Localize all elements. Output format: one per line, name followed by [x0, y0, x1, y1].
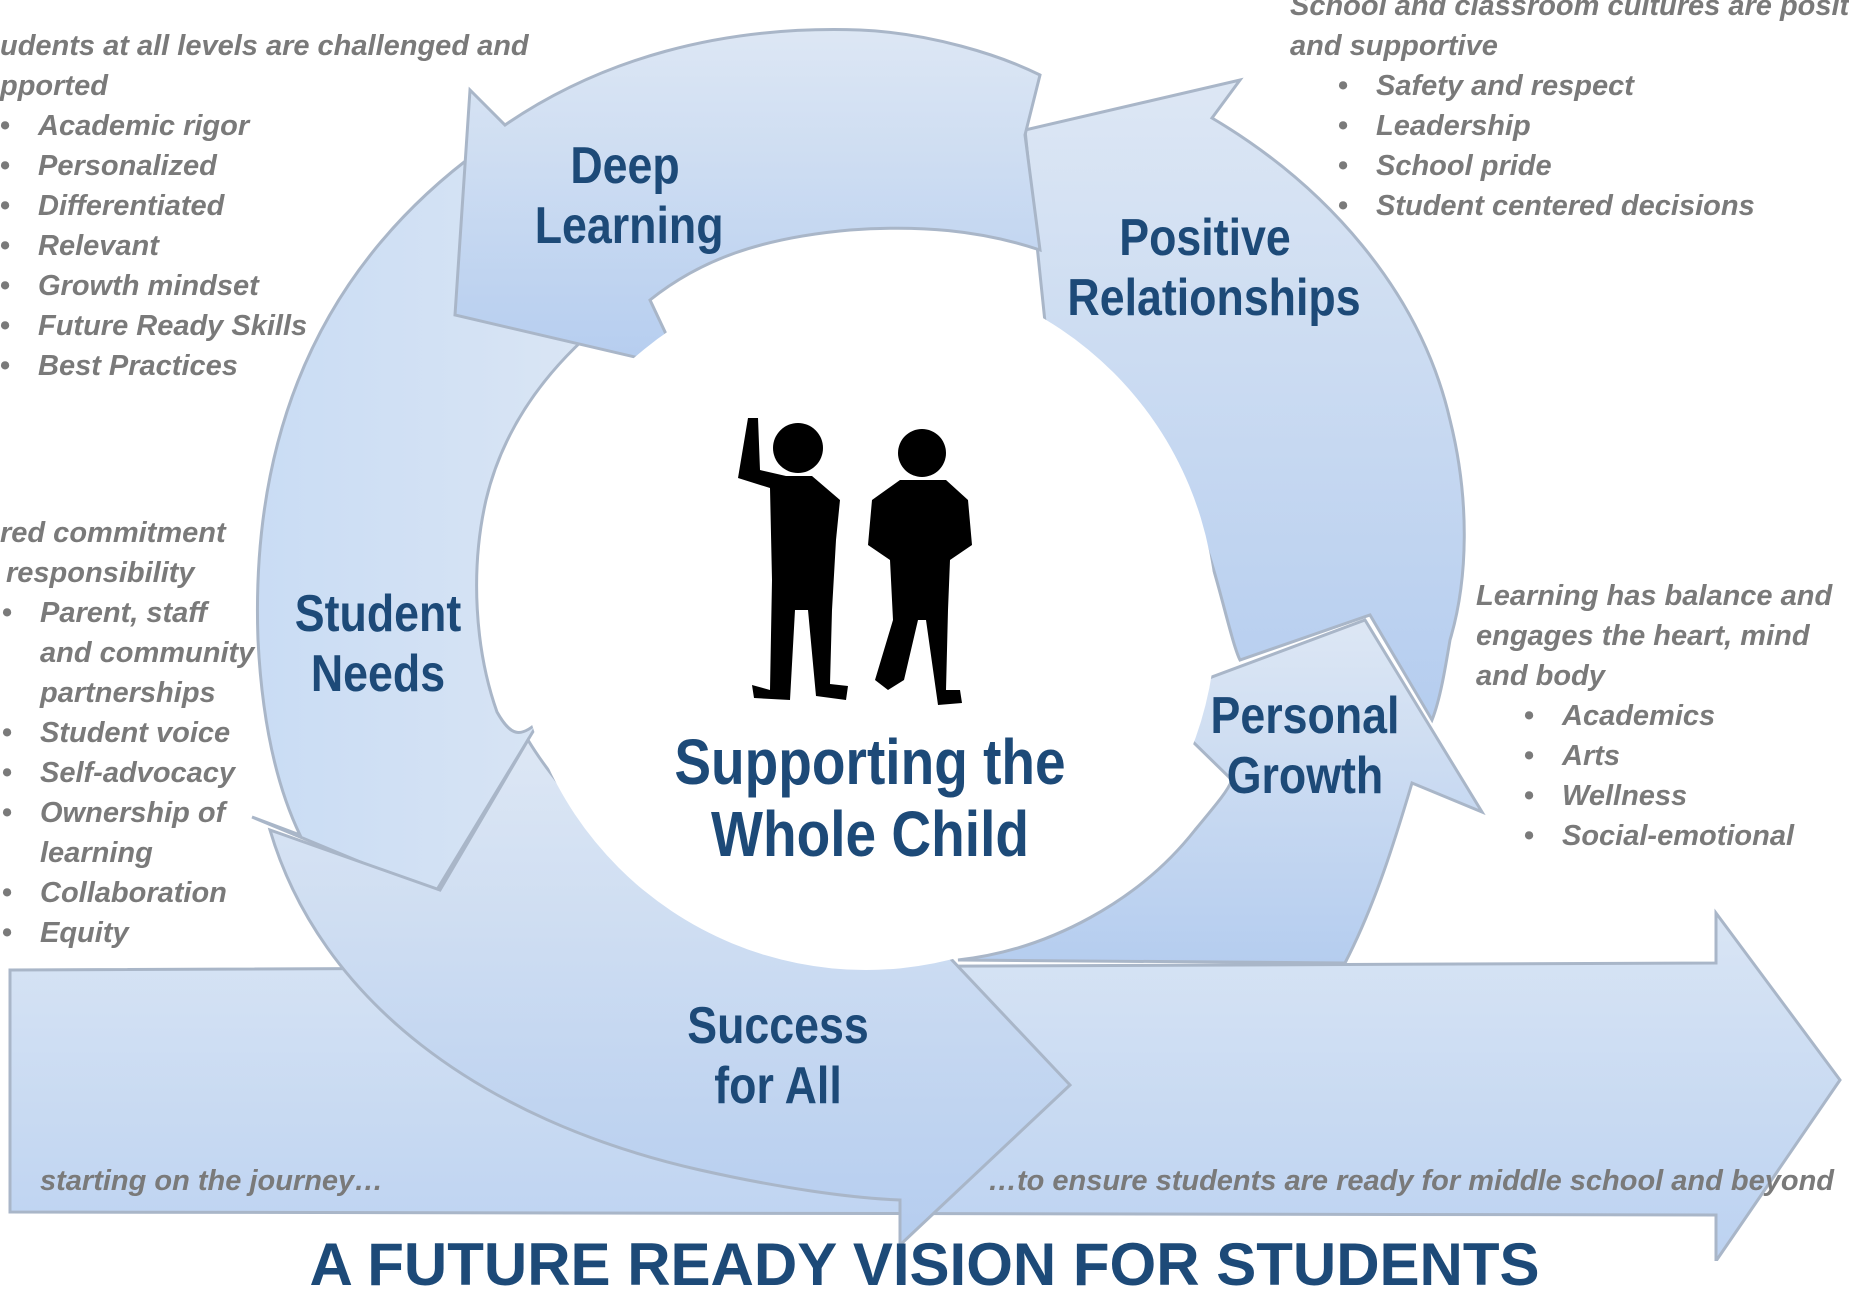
list-item-continued: and community: [40, 637, 255, 669]
list-item: Relevant: [0, 226, 560, 266]
list-item: Wellness: [1524, 776, 1846, 816]
list-item: Academic rigor: [0, 106, 560, 146]
center-circle: [516, 270, 1216, 970]
footer-title: A FUTURE READY VISION FOR STUDENTS: [309, 1231, 1540, 1298]
deep-learning-line1: Deep: [570, 137, 680, 195]
note-personal-growth-heading-line2: engages the heart, mind: [1476, 620, 1810, 652]
list-item: School pride: [1338, 146, 1849, 186]
list-item: Self-advocacy: [2, 753, 260, 793]
personal-growth-line2: Growth: [1226, 747, 1384, 805]
student-needs-line2: Needs: [310, 645, 446, 703]
note-positive-relationships-heading-line1: School and classroom cultures are positi…: [1290, 0, 1849, 22]
student-needs-line1: Student: [294, 585, 462, 643]
list-item: Arts: [1524, 736, 1846, 776]
positive-relationships-label: Positive Relationships: [1067, 208, 1361, 328]
list-item: Safety and respect: [1338, 66, 1849, 106]
list-item: Student centered decisions: [1338, 186, 1849, 226]
list-item: Equity: [2, 913, 260, 953]
list-item-continued: partnerships: [40, 677, 216, 709]
note-deep-learning: udents at all levels are challenged and …: [0, 26, 560, 386]
list-item: Academics: [1524, 696, 1846, 736]
list-item: Social-emotional: [1524, 816, 1846, 856]
journey-end-text: …to ensure students are ready for middle…: [988, 1165, 1834, 1197]
note-student-needs-heading-line1: red commitment: [0, 517, 226, 549]
note-positive-relationships: School and classroom cultures are positi…: [1290, 0, 1849, 226]
deep-learning-label: Deep Learning: [534, 136, 724, 256]
student-needs-label: Student Needs: [292, 584, 464, 704]
personal-growth-label: Personal Growth: [1210, 686, 1400, 806]
success-for-all-line2: for All: [714, 1057, 842, 1115]
deep-learning-line2: Learning: [534, 197, 724, 255]
children-silhouette-icon: [738, 418, 972, 705]
note-deep-learning-heading-line1: udents at all levels are challenged and: [0, 30, 529, 62]
list-item: Student voice: [2, 713, 260, 753]
center-title-line1: Supporting the: [674, 726, 1066, 798]
note-positive-relationships-heading-line2: and supportive: [1290, 30, 1498, 62]
list-item: Parent, staff: [2, 593, 260, 633]
personal-growth-line1: Personal: [1210, 687, 1400, 745]
cycle-diagram: [8, 28, 1842, 1261]
note-deep-learning-heading-line2: pported: [0, 70, 108, 102]
journey-start-text: starting on the journey…: [40, 1165, 384, 1197]
center-title-line2: Whole Child: [711, 798, 1029, 870]
list-item-continued: learning: [40, 837, 153, 869]
list-item: Collaboration: [2, 873, 260, 913]
note-student-needs-heading-line2: responsibility: [6, 557, 195, 589]
arrow-personal-growth: [957, 618, 1486, 965]
center-title: Supporting the Whole Child: [672, 726, 1068, 870]
list-item: Best Practices: [0, 346, 560, 386]
note-student-needs: red commitment responsibility Parent, st…: [0, 513, 260, 953]
note-personal-growth: Learning has balance and engages the hea…: [1476, 576, 1846, 856]
success-for-all-line1: Success: [687, 997, 869, 1055]
list-item: Leadership: [1338, 106, 1849, 146]
list-item: Ownership of: [2, 793, 260, 833]
success-for-all-label: Success for All: [683, 996, 872, 1116]
positive-relationships-line2: Relationships: [1067, 269, 1361, 327]
list-item: Growth mindset: [0, 266, 560, 306]
note-personal-growth-heading-line1: Learning has balance and: [1476, 580, 1833, 612]
list-item: Differentiated: [0, 186, 560, 226]
list-item: Personalized: [0, 146, 560, 186]
list-item: Future Ready Skills: [0, 306, 560, 346]
positive-relationships-line1: Positive: [1119, 209, 1291, 267]
note-personal-growth-heading-line3: and body: [1476, 660, 1605, 692]
